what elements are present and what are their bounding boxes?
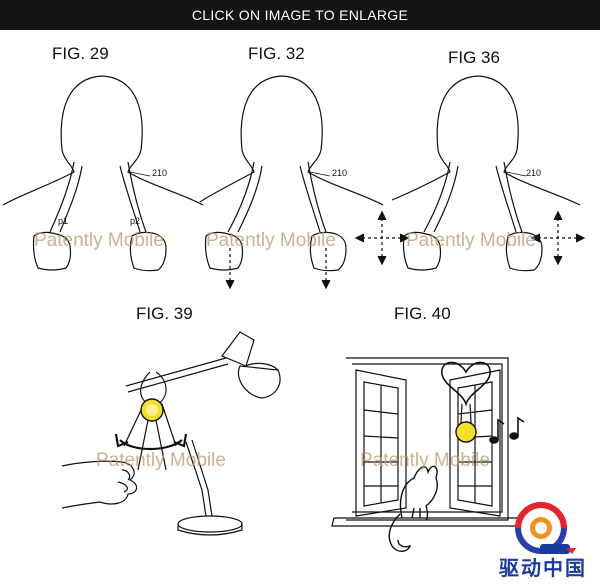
fig36-title: FIG 36	[448, 48, 500, 67]
patent-figures-image[interactable]: FIG. 29 FIG. 32 FIG 36 FIG. 39 FIG. 40 2…	[0, 30, 600, 586]
watermark-3: Patently Mobile	[406, 230, 536, 251]
fig32-title: FIG. 32	[248, 44, 305, 63]
fig36-ref: 210	[526, 168, 542, 178]
fig32-drawing	[199, 75, 384, 290]
watermark-1: Patently Mobile	[34, 230, 164, 251]
enlarge-label: CLICK ON IMAGE TO ENLARGE	[191, 7, 409, 23]
fig39-title: FIG. 39	[136, 304, 193, 323]
brand-logo-icon	[515, 502, 576, 554]
music-notes-icon	[489, 416, 525, 444]
fig39-drawing	[61, 331, 281, 536]
watermark-5: Patently Mobile	[360, 450, 490, 471]
fig29-drawing	[2, 75, 204, 272]
watermark-2: Patently Mobile	[206, 230, 336, 251]
fig29-ref: 210	[152, 168, 168, 178]
enlarge-banner[interactable]: CLICK ON IMAGE TO ENLARGE	[0, 0, 600, 30]
fig29-p2: p2	[130, 216, 141, 226]
brand-name: 驱动中国	[499, 556, 587, 580]
fig32-ref: 210	[332, 168, 348, 178]
watermark-4: Patently Mobile	[96, 450, 226, 471]
fig29-p1: p1	[58, 216, 69, 226]
fig40-title: FIG. 40	[394, 304, 451, 323]
fig36-drawing	[354, 75, 586, 272]
cat-silhouette	[388, 465, 438, 552]
patent-drawings	[2, 75, 586, 554]
fig29-title: FIG. 29	[52, 44, 109, 63]
